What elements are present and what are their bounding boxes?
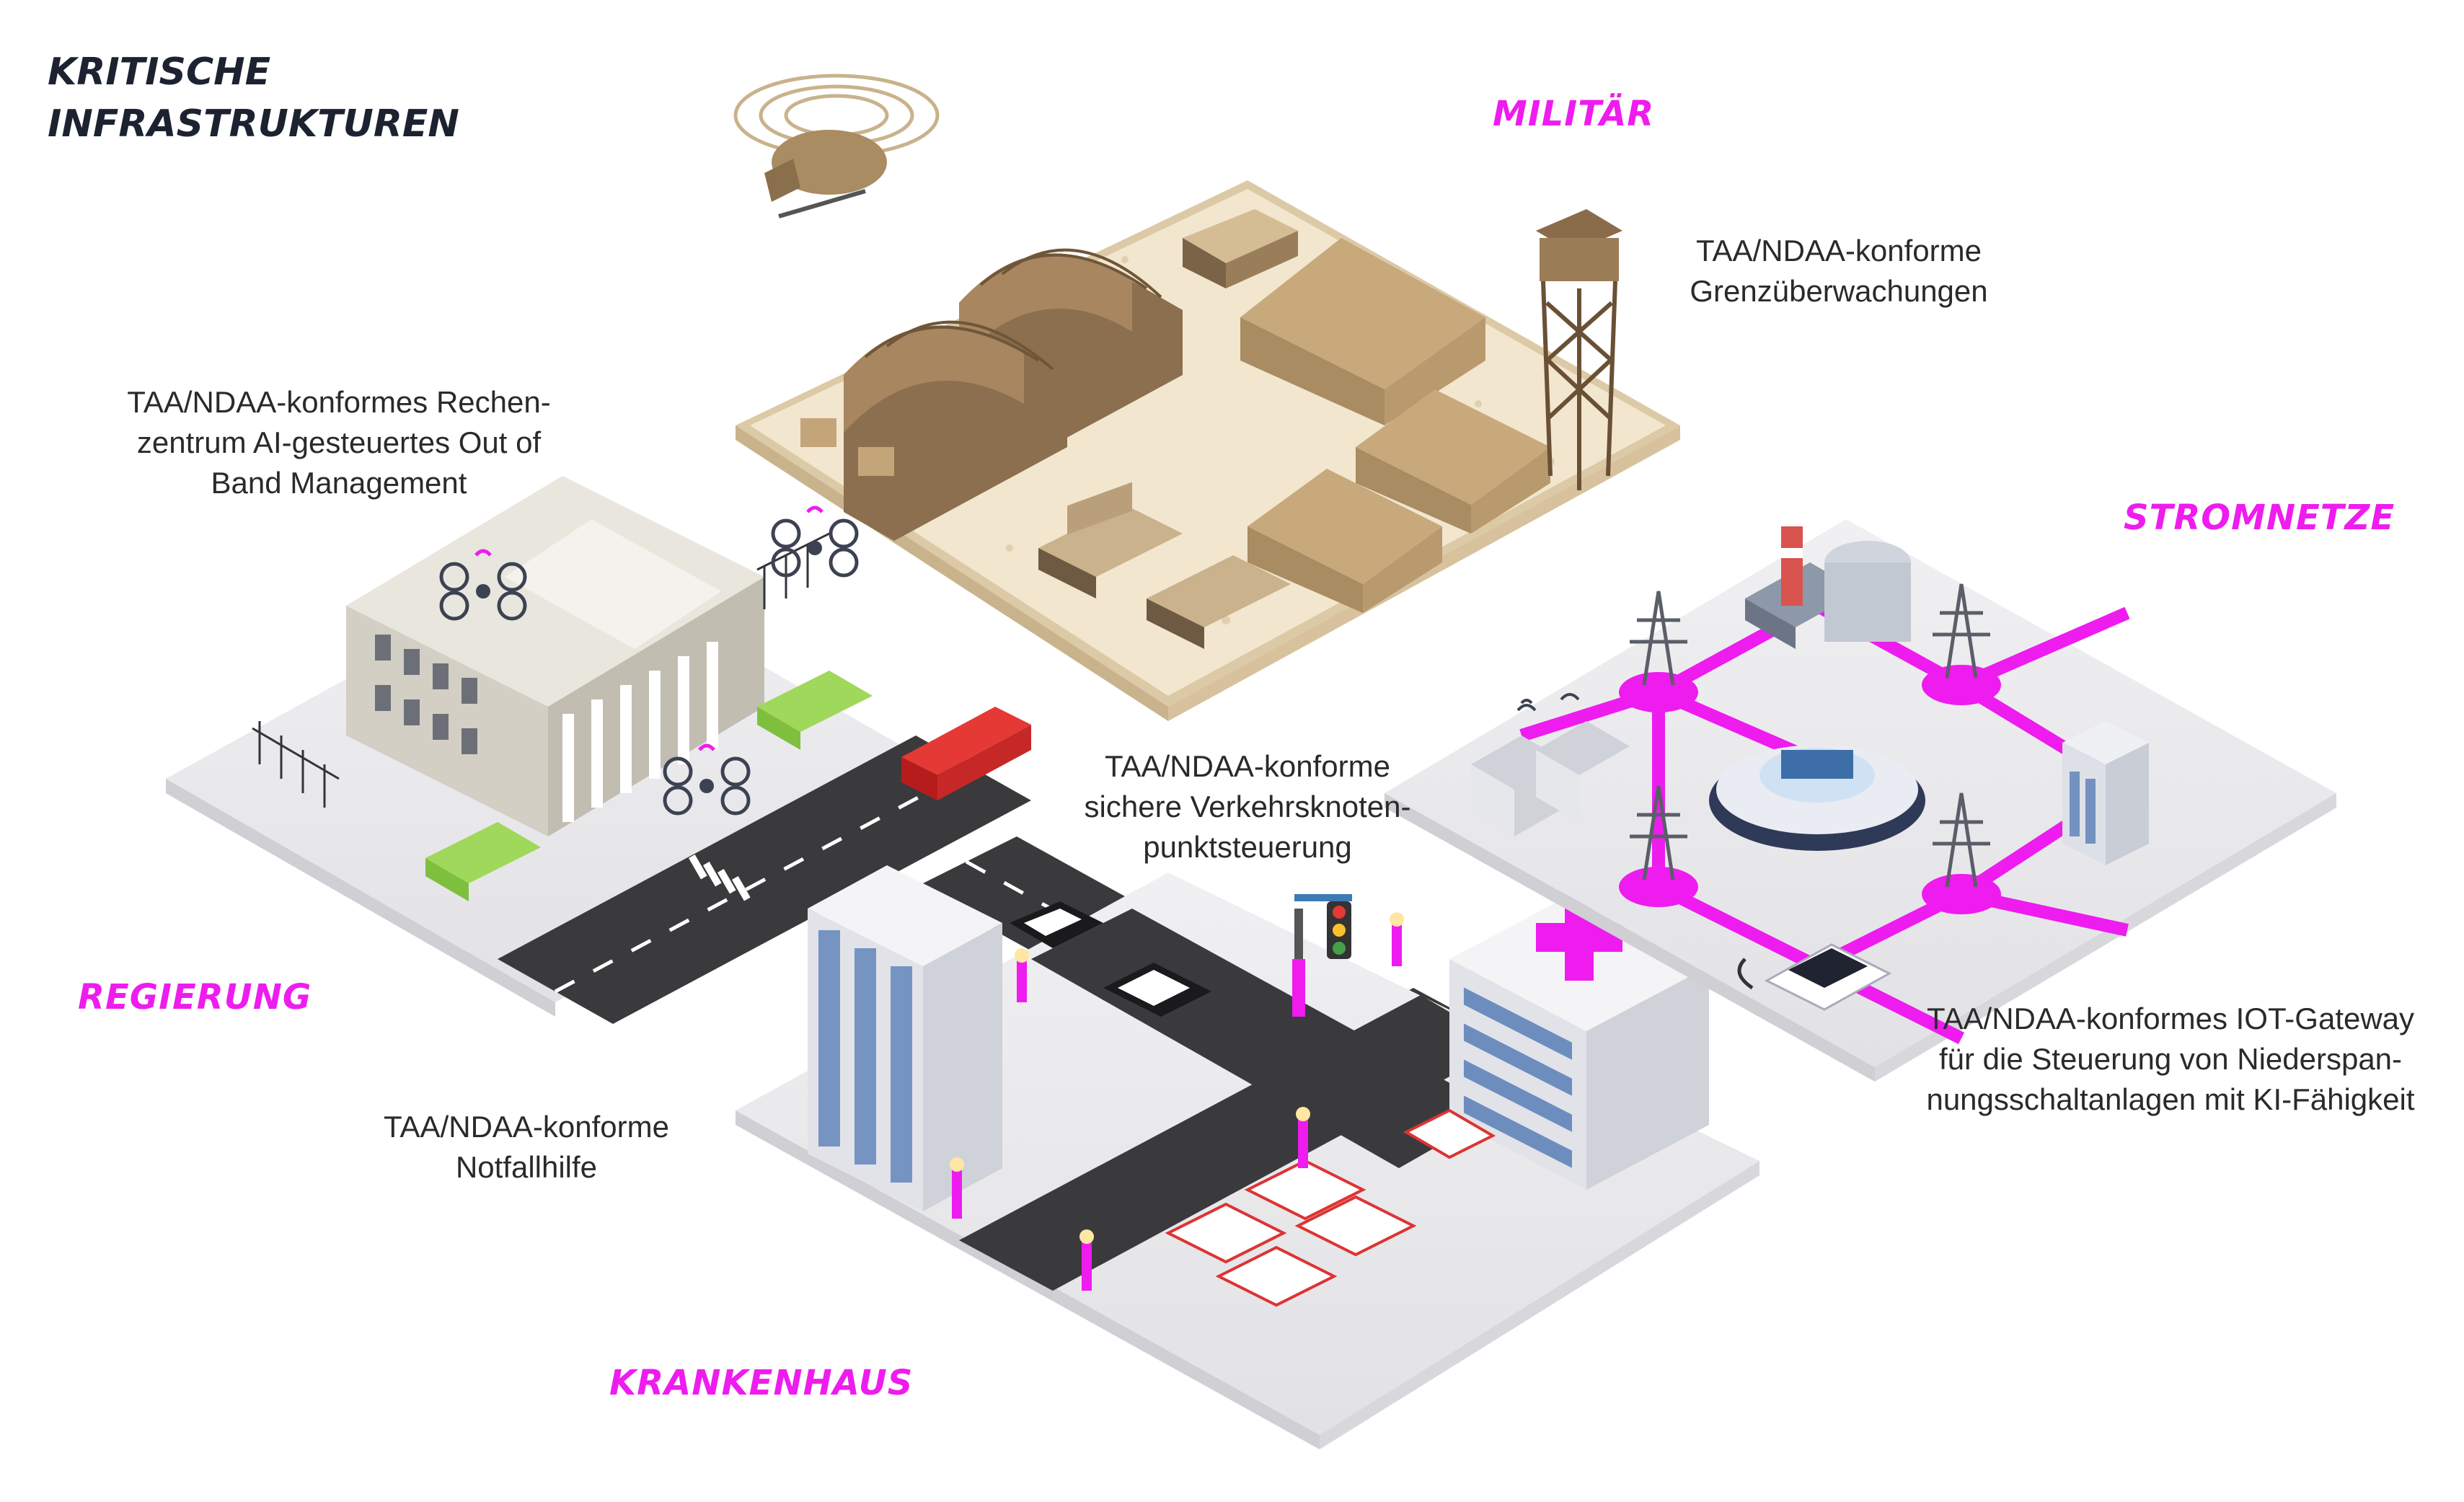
title-line: KRITISCHE	[48, 50, 271, 94]
ambulance-icon	[1165, 1108, 1496, 1307]
rocket-launcher	[1038, 482, 1183, 598]
title-line: INFRASTRUKTUREN	[48, 102, 459, 146]
control-center	[1709, 745, 1925, 851]
section-label-government: REGIERUNG	[78, 977, 312, 1017]
military-truck	[1183, 209, 1298, 288]
caption-line: TAA/NDAA-konforme	[1105, 749, 1390, 783]
drone-icon	[439, 562, 527, 621]
hangar	[844, 320, 1067, 541]
caption-datacenter: TAA/NDAA-konformes Rechen- zentrum AI-ge…	[94, 382, 584, 503]
office-tower	[808, 865, 1002, 1211]
police-car-icon	[1010, 901, 1103, 948]
hedge	[425, 671, 873, 901]
wifi-icon	[474, 505, 823, 751]
watchtower	[1536, 209, 1622, 490]
helicopter-icon	[733, 74, 940, 218]
caption-line: punktsteuerung	[1143, 830, 1352, 864]
drone-icon	[771, 518, 859, 578]
skyscraper	[2062, 721, 2149, 865]
caption-line: TAA/NDAA-konformes IOT-Gateway	[1926, 1002, 2415, 1035]
wifi-icon	[1516, 693, 1580, 712]
section-label-power: STROMNETZE	[2124, 498, 2395, 538]
pylon-icon	[1630, 583, 1990, 888]
caption-line: Band Management	[211, 466, 467, 500]
crate	[800, 418, 894, 476]
rocket-launcher	[1147, 555, 1291, 649]
caption-line: TAA/NDAA-konforme	[384, 1110, 669, 1144]
electric-car-icon	[1737, 943, 1892, 1011]
page-title: KRITISCHE INFRASTRUKTUREN	[48, 46, 459, 150]
tent	[1240, 238, 1485, 425]
caption-iot-gateway: TAA/NDAA-konformes IOT-Gateway für die S…	[1889, 999, 2452, 1120]
caption-border-surveillance: TAA/NDAA-konforme Grenzüberwachungen	[1644, 231, 2034, 312]
lamp-post	[950, 912, 1404, 1291]
caption-line: Grenzüberwachungen	[1690, 274, 1988, 308]
tent	[1356, 389, 1550, 534]
caption-traffic-control: TAA/NDAA-konforme sichere Verkehrsknoten…	[1060, 746, 1435, 867]
power-plant	[1745, 526, 1911, 649]
caption-line: Notfallhilfe	[455, 1150, 598, 1184]
house	[1471, 721, 1630, 836]
power-grid-zone	[1385, 519, 2336, 1082]
government-zone	[166, 476, 959, 1017]
hospital-zone	[736, 865, 1759, 1449]
fire-truck-icon	[901, 707, 1031, 800]
caption-emergency: TAA/NDAA-konforme Notfallhilfe	[353, 1107, 699, 1188]
traffic-light-icon	[1292, 894, 1352, 1017]
caption-line: TAA/NDAA-konformes Rechen-	[127, 385, 551, 419]
government-building	[346, 476, 764, 836]
caption-line: zentrum AI-gesteuertes Out of	[136, 425, 542, 459]
caption-line: TAA/NDAA-konforme	[1696, 234, 1982, 268]
caption-line: nungsschaltanlagen mit KI-Fähigkeit	[1926, 1082, 2415, 1116]
police-car-icon	[1103, 963, 1211, 1017]
tent	[1248, 469, 1442, 613]
military-zone	[736, 180, 1680, 721]
caption-line: sichere Verkehrsknoten-	[1084, 790, 1411, 823]
section-label-military: MILITÄR	[1493, 94, 1655, 134]
drone-icon	[663, 756, 751, 816]
caption-line: für die Steuerung von Niederspan-	[1938, 1042, 2403, 1076]
section-label-hospital: KRANKENHAUS	[609, 1363, 914, 1403]
